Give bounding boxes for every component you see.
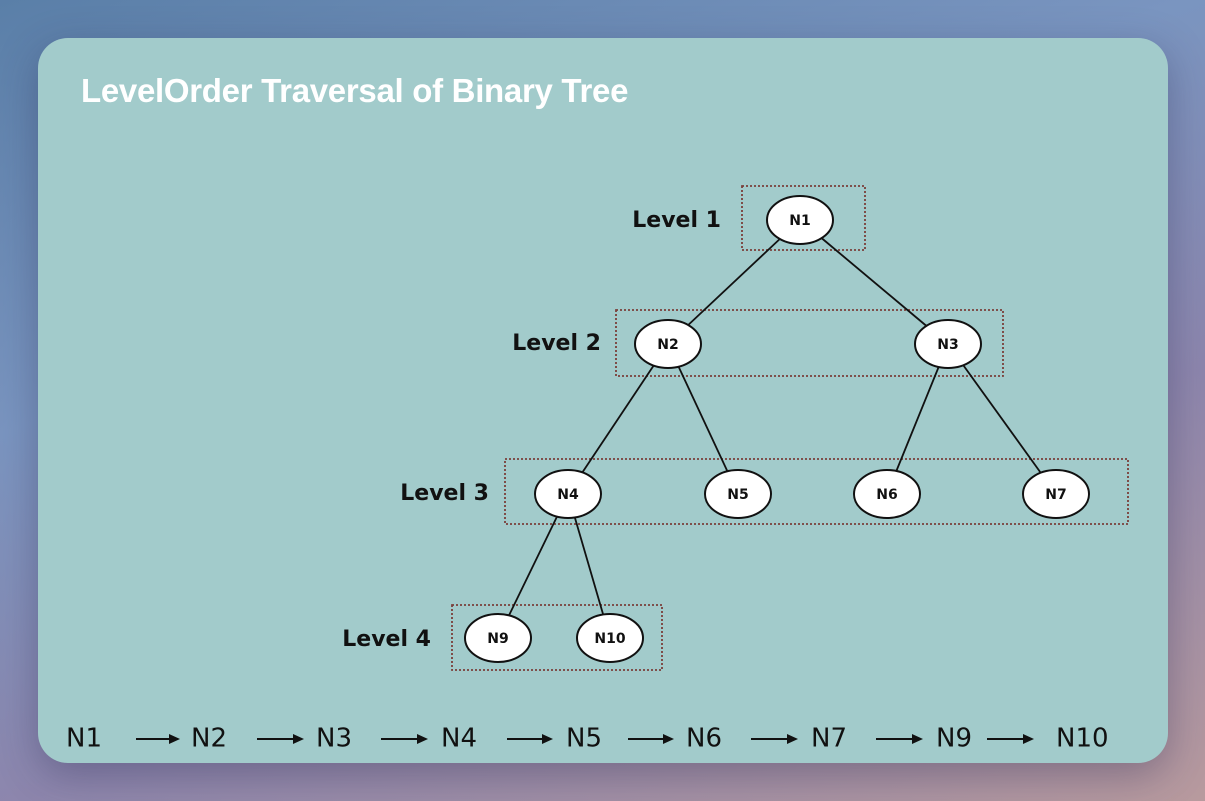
arrow-right-icon (381, 734, 428, 744)
slide-title: LevelOrder Traversal of Binary Tree (81, 72, 629, 109)
node-label: N3 (937, 337, 958, 353)
node-circle (914, 319, 982, 369)
level-3-label: Level 3 (400, 481, 489, 506)
edge-N4-N9 (508, 516, 558, 616)
node-label: N2 (657, 337, 678, 353)
traversal-item: N4 (441, 724, 477, 754)
node-circle (464, 613, 532, 663)
arrow-right-icon (136, 734, 180, 744)
node-label: N5 (727, 487, 748, 503)
tree-node-n2: N2 (634, 319, 702, 369)
node-circle (853, 469, 921, 519)
tree-node-n6: N6 (853, 469, 921, 519)
arrow-right-icon (987, 734, 1034, 744)
tree-node-n10: N10 (576, 613, 644, 663)
node-circle (534, 469, 602, 519)
edge-N4-N10 (573, 517, 605, 615)
level-2-box (615, 309, 1004, 377)
tree-node-n3: N3 (914, 319, 982, 369)
edge-N2-N5 (677, 366, 729, 472)
traversal-item: N9 (936, 724, 972, 754)
level-4-label: Level 4 (342, 627, 431, 652)
traversal-item: N7 (811, 724, 847, 754)
edge-N3-N7 (962, 364, 1042, 474)
tree-node-n5: N5 (704, 469, 772, 519)
node-label: N10 (594, 631, 625, 647)
traversal-item: N10 (1056, 724, 1109, 754)
arrow-right-icon (876, 734, 923, 744)
node-circle (634, 319, 702, 369)
traversal-item: N5 (566, 724, 602, 754)
level-2-label: Level 2 (512, 331, 601, 356)
edge-N1-N3 (821, 237, 927, 327)
edge-N3-N6 (895, 366, 940, 472)
node-label: N6 (876, 487, 897, 503)
node-label: N4 (557, 487, 579, 503)
tree-node-n7: N7 (1022, 469, 1090, 519)
arrow-right-icon (751, 734, 798, 744)
edge-N1-N2 (687, 238, 781, 326)
arrow-right-icon (507, 734, 553, 744)
arrow-right-icon (628, 734, 674, 744)
traversal-item: N3 (316, 724, 352, 754)
traversal-item: N6 (686, 724, 722, 754)
level-1-label: Level 1 (632, 208, 721, 233)
node-label: N9 (487, 631, 508, 647)
arrow-right-icon (257, 734, 304, 744)
node-circle (576, 613, 644, 663)
tree-node-n9: N9 (464, 613, 532, 663)
level-4-box (451, 604, 663, 671)
level-1-box (741, 185, 866, 251)
traversal-item: N1 (66, 724, 102, 754)
tree-node-n1: N1 (766, 195, 834, 245)
node-label: N1 (789, 213, 810, 229)
node-circle (1022, 469, 1090, 519)
traversal-item: N2 (191, 724, 227, 754)
node-circle (766, 195, 834, 245)
node-label: N7 (1045, 487, 1066, 503)
edge-N2-N4 (581, 365, 655, 473)
node-circle (704, 469, 772, 519)
tree-node-n4: N4 (534, 469, 602, 519)
